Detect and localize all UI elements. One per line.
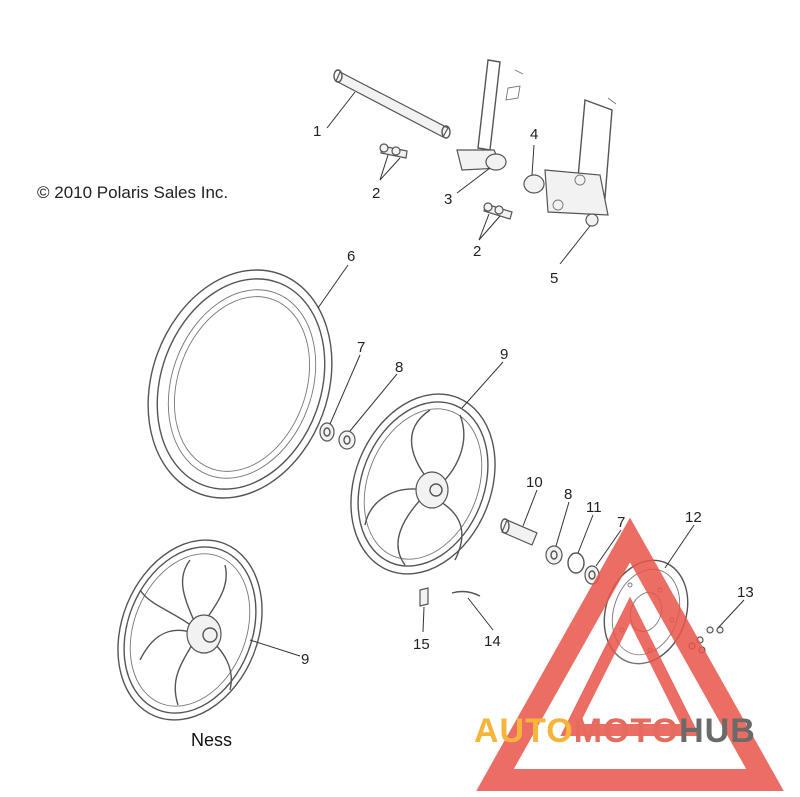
watermark-auto: AUTO xyxy=(474,712,574,750)
callout-3: 3 xyxy=(444,191,452,208)
left-fork-leg xyxy=(456,59,524,171)
watermark-moto: MOTO xyxy=(573,712,680,750)
watermark-triangle xyxy=(476,517,784,791)
axle-part xyxy=(333,69,451,139)
axle-spacer-10 xyxy=(500,518,538,546)
wheel-9-main xyxy=(350,393,496,575)
balance-weight-14 xyxy=(451,590,481,597)
watermark-hub: HUB xyxy=(679,712,756,750)
callout-9-ness: 9 xyxy=(301,651,309,668)
variant-label-ness: Ness xyxy=(191,730,233,750)
callout-1: 1 xyxy=(313,123,321,140)
callout-8-right: 8 xyxy=(564,486,572,503)
bearing-8-right xyxy=(545,545,563,565)
spacer-4 xyxy=(523,174,545,194)
callout-9-main: 9 xyxy=(500,346,508,363)
bolt-pair-upper xyxy=(379,143,408,159)
callout-7-left: 7 xyxy=(357,339,365,356)
right-fork-leg xyxy=(544,97,617,216)
callout-2-upper: 2 xyxy=(372,185,380,202)
callout-4: 4 xyxy=(530,126,538,143)
spacer-3 xyxy=(485,153,507,171)
callout-7-right: 7 xyxy=(617,514,625,531)
callout-2-lower: 2 xyxy=(473,243,481,260)
callout-12: 12 xyxy=(685,509,702,526)
bolt-pair-lower xyxy=(483,202,513,220)
callout-labels: 1 2 3 4 2 5 6 7 8 9 10 8 11 7 12 13 9 15… xyxy=(301,123,754,668)
callout-5: 5 xyxy=(550,270,558,287)
seal-7-left xyxy=(319,422,335,442)
callout-10: 10 xyxy=(526,474,543,491)
valve-stem-15 xyxy=(419,587,429,607)
wheel-9-ness xyxy=(117,539,263,721)
callout-15: 15 xyxy=(413,636,430,653)
callout-13: 13 xyxy=(737,584,754,601)
tire-6 xyxy=(147,269,333,499)
callout-14: 14 xyxy=(484,633,501,650)
copyright-notice: © 2010 Polaris Sales Inc. xyxy=(37,183,229,202)
bearing-8-left xyxy=(338,430,356,450)
snap-ring-11 xyxy=(567,552,585,574)
callout-11: 11 xyxy=(586,499,602,516)
watermark-logo-text: AUTOMOTOHUB xyxy=(474,712,756,751)
callout-6: 6 xyxy=(347,248,355,265)
callout-8-left: 8 xyxy=(395,359,403,376)
leader-lines xyxy=(249,91,745,657)
nut-5 xyxy=(585,213,599,227)
